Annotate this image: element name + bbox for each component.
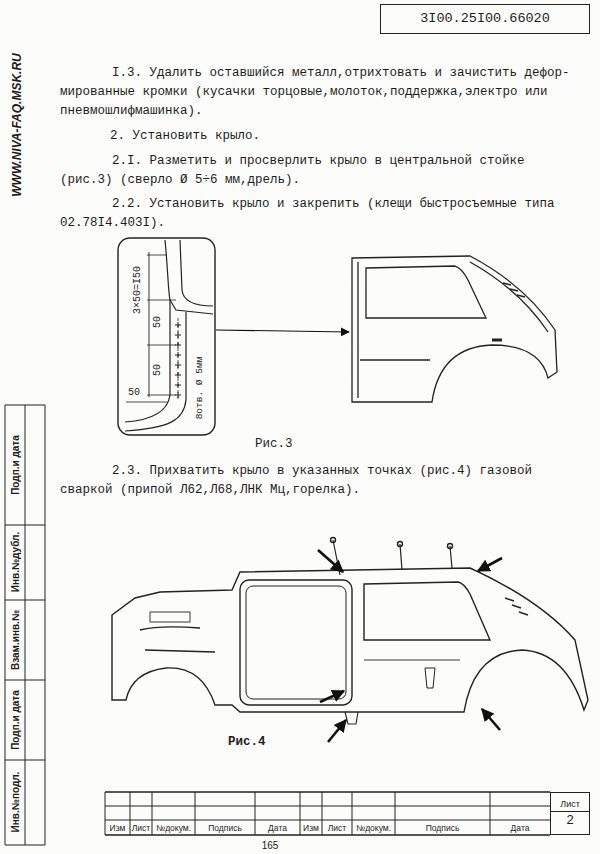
dimension-label: 50 [127,386,141,399]
car-side-large [112,538,588,725]
weld-point-arrows [318,550,502,742]
stamp-label: Подп.и дата [9,690,22,750]
box-text: Лист [551,799,589,811]
dimension-label: 50 [151,363,164,377]
title-block-cell: №докум. [156,822,191,833]
instruction-text: 2.2. Установить крыло и закрепить (клещи… [60,195,582,233]
margin-stamp [5,405,45,845]
watermark: WWW.NIVA-FAQ.MSK.RU [10,53,25,197]
page-number: 165 [262,839,279,852]
title-block-cell: Лист [132,822,150,833]
figure-caption: Рис.3 [255,436,293,452]
figure-3-detail [118,238,215,435]
stamp-label: Подп.и дата [9,435,22,495]
hole-note: 8отв. Ø 5мм [194,356,206,421]
title-block-cell: Подпись [208,822,242,833]
stamp-label: Взам.инв.№ [9,610,22,670]
title-block-cell: Дата [268,822,287,833]
title-block-cell: Подпись [426,822,460,833]
title-block-cell: Дата [511,822,530,833]
leader-line [216,330,349,332]
instruction-text: I.3. Удалить оставшийся металл,отрихтова… [60,64,582,121]
title-block-cell: №докум. [356,822,391,833]
title-block-cell: Изм [110,822,126,833]
car-side-small [352,256,557,402]
title-block-cell: Лист [328,822,346,833]
dimension-label: 3×50=I50 [131,265,144,315]
box-text: 3I00.25I00.66020 [420,11,550,28]
title-block-grid [105,792,550,835]
box-text: 2 [551,812,589,828]
sheet-number-box: Лист2 [550,792,590,835]
title-block-cell: Изм [303,822,319,833]
instruction-text: 2.3. Прихватить крыло в указанных точках… [60,462,582,500]
dimension-label: 50 [151,315,164,329]
figure-caption: Рис.4 [228,734,266,750]
stamp-label: Инв.№подл. [9,772,22,833]
section-heading: 2. Установить крыло. [110,128,260,144]
stamp-label: Инв.№дубл. [9,532,22,592]
document-number-box: 3I00.25I00.66020 [380,4,590,34]
instruction-text: 2.I. Разметить и просверлить крыло в цен… [60,152,582,190]
